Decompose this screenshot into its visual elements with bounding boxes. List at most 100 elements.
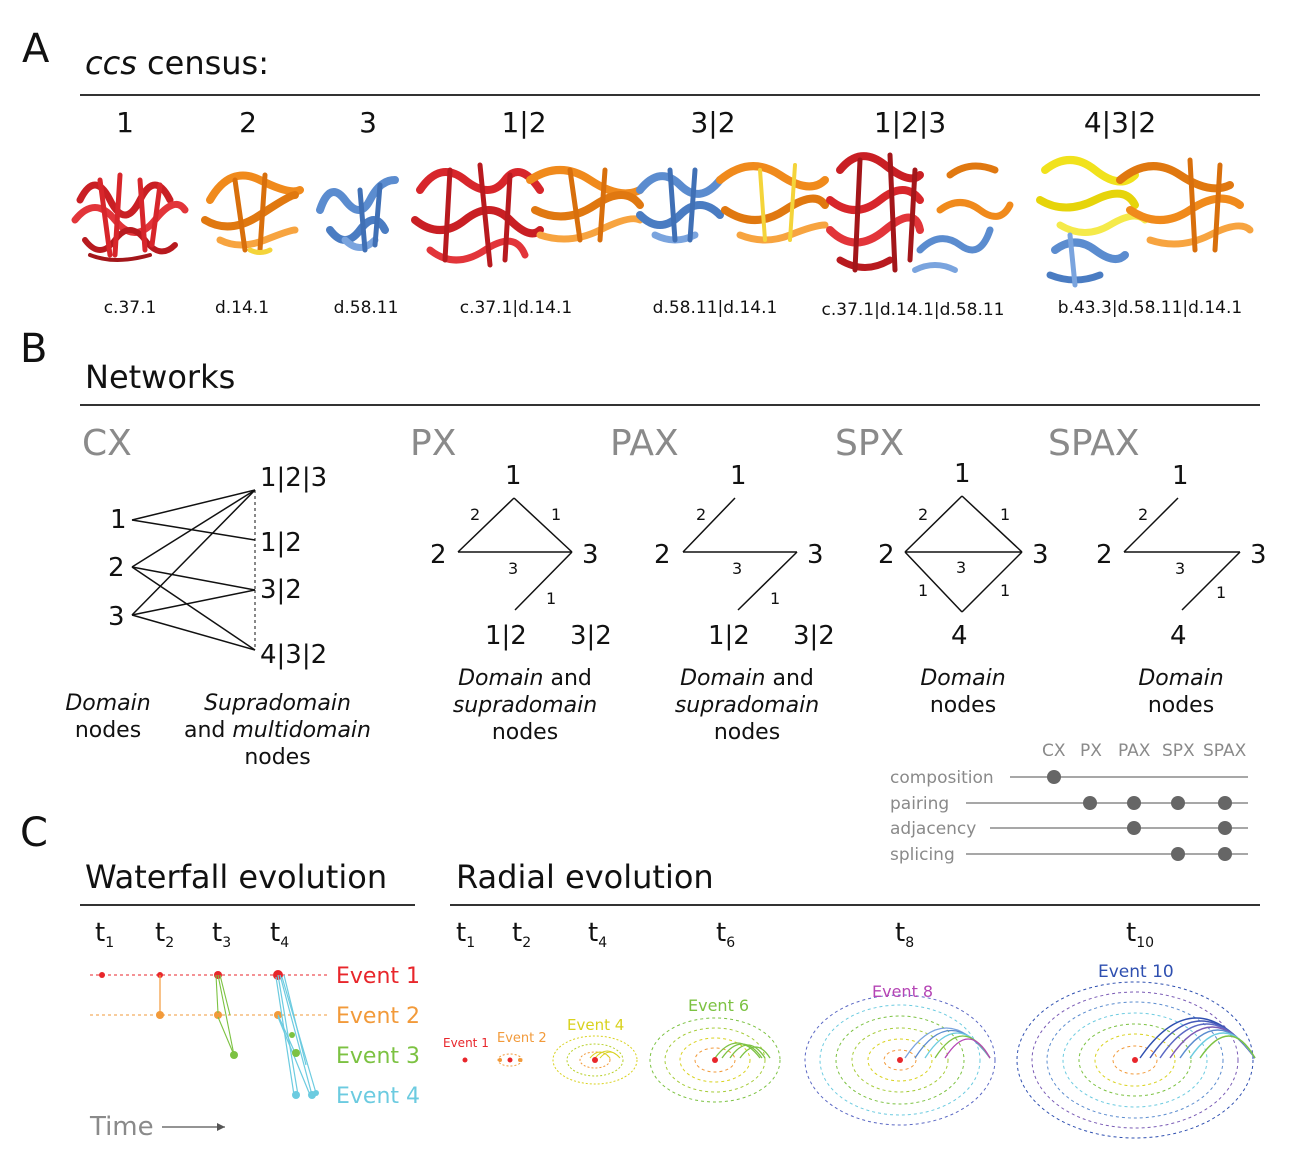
- spax-caption-rest: nodes: [1147, 693, 1215, 718]
- spx-node-4: 4: [951, 621, 968, 651]
- scop-label-12: c.37.1|d.14.1: [459, 298, 573, 318]
- cx-caption-domain-italic: Domain: [65, 691, 151, 716]
- protein-123: [826, 152, 1014, 273]
- ccs-label-432: 4|3|2: [1083, 106, 1157, 139]
- panel-b-rule: [80, 404, 1260, 406]
- matrix-dot-pairing-spax: [1218, 796, 1232, 810]
- panel-a-title: ccs census:: [85, 44, 269, 82]
- radial-t10-arcs: [1139, 1017, 1256, 1059]
- px-node-32: 3|2: [570, 621, 612, 651]
- pax-node-1: 1: [730, 461, 747, 491]
- spx-edge-label-1: 1: [1000, 505, 1010, 524]
- ccs-label-32: 3|2: [690, 106, 736, 139]
- ccs-label-2: 2: [239, 106, 257, 139]
- panel-letter-c: C: [20, 810, 48, 856]
- radial-t8: [804, 994, 996, 1126]
- pax-caption-rest: nodes: [713, 720, 781, 745]
- waterfall-t1: t1: [95, 918, 115, 952]
- spx-caption-italic: Domain: [920, 666, 1006, 691]
- panel-a-title-italic: ccs: [85, 44, 137, 82]
- matrix-row-adjacency: adjacency: [890, 819, 976, 839]
- panel-a-title-rest: census:: [136, 44, 269, 82]
- spx-node-2: 2: [878, 540, 895, 570]
- cx-network: [131, 489, 256, 651]
- spax-network: [1123, 497, 1241, 611]
- spx-caption: Domain nodes: [898, 665, 1028, 719]
- spx-node-1: 1: [954, 459, 971, 489]
- matrix-col-cx: CX: [1042, 741, 1066, 761]
- matrix-dot-pairing-pax: [1127, 796, 1141, 810]
- radial-diagram: Event 1 Event 2 Event 4 Event 6 Event: [443, 962, 1256, 1139]
- pax-node-32: 3|2: [793, 621, 835, 651]
- px-caption-and: and: [543, 666, 592, 691]
- waterfall-event1-label: Event 1: [336, 964, 420, 989]
- protein-2: [201, 171, 304, 255]
- px-caption-rest: nodes: [491, 720, 559, 745]
- feature-matrix: CX PX PAX SPX SPAX composition pairing a…: [890, 741, 1248, 865]
- scop-label-2: d.14.1: [214, 298, 270, 318]
- time-axis-arrow-head: [217, 1123, 225, 1131]
- cx-node-3: 3: [108, 602, 125, 632]
- pax-caption-and: and: [765, 666, 814, 691]
- pax-edge-label-2: 2: [696, 505, 706, 524]
- radial-t4: [552, 1035, 638, 1085]
- pax-edge-label-1: 1: [770, 589, 780, 608]
- pax-node-12: 1|2: [708, 621, 750, 651]
- spax-caption: Domain nodes: [1116, 665, 1246, 719]
- waterfall-event4-label: Event 4: [336, 1084, 420, 1109]
- panel-b-title: Networks: [85, 358, 236, 396]
- waterfall-rule: [80, 904, 415, 906]
- radial-t8-arcs: [904, 1027, 991, 1059]
- radial-event4-label: Event 4: [567, 1016, 624, 1034]
- matrix-col-pax: PAX: [1118, 741, 1151, 761]
- ccs-label-3: 3: [359, 106, 377, 139]
- px-node-12: 1|2: [485, 621, 527, 651]
- protein-32: [636, 162, 829, 244]
- cx-caption-supra-multi: multidomain: [232, 718, 371, 743]
- cx-caption-supra-rest: nodes: [244, 745, 311, 770]
- scop-label-432: b.43.3|d.58.11|d.14.1: [1057, 298, 1243, 318]
- spx-node-3: 3: [1032, 540, 1049, 570]
- spax-node-3: 3: [1250, 540, 1267, 570]
- spax-edge-label-1: 1: [1216, 583, 1226, 602]
- px-node-2: 2: [430, 540, 447, 570]
- matrix-dot-adjacency-pax: [1127, 821, 1141, 835]
- matrix-col-px: PX: [1080, 741, 1102, 761]
- radial-t6: [649, 1017, 781, 1103]
- spx-edge-label-1c: 1: [1000, 581, 1010, 600]
- panel-a-rule: [80, 94, 1260, 96]
- waterfall-event2-label: Event 2: [336, 1004, 420, 1029]
- px-caption-italic: Domain: [458, 666, 544, 691]
- matrix-dot-pairing-spx: [1171, 796, 1185, 810]
- cx-caption-supra-and: and: [183, 718, 226, 743]
- radial-t8: t8: [895, 918, 915, 952]
- ccs-label-1: 1: [116, 106, 134, 139]
- cx-node-12: 1|2: [260, 528, 302, 558]
- ccs-label-123: 1|2|3: [873, 106, 947, 139]
- radial-event2-label: Event 2: [497, 1031, 547, 1046]
- waterfall-t2: t2: [155, 918, 175, 952]
- network-title-cx: CX: [82, 423, 132, 464]
- cx-node-1: 1: [110, 505, 127, 535]
- waterfall-event3-nodes-t4: [289, 1032, 300, 1057]
- network-title-px: PX: [410, 423, 457, 464]
- radial-t2: t2: [512, 918, 532, 952]
- protein-structures: [71, 152, 1254, 288]
- radial-event8-label: Event 8: [872, 982, 933, 1001]
- scop-label-3: d.58.11: [333, 298, 399, 318]
- waterfall-event3-label: Event 3: [336, 1044, 420, 1069]
- spax-node-4: 4: [1170, 621, 1187, 651]
- waterfall-t3: t3: [212, 918, 232, 952]
- cx-node-2: 2: [108, 553, 125, 583]
- matrix-dot-splicing-spax: [1218, 847, 1232, 861]
- protein-1: [71, 172, 189, 262]
- network-title-spx: SPX: [835, 423, 905, 464]
- spx-edge-label-2: 2: [918, 505, 928, 524]
- spx-network: [904, 495, 1023, 613]
- px-node-1: 1: [505, 461, 522, 491]
- matrix-dot-pairing-px: [1083, 796, 1097, 810]
- spx-caption-rest: nodes: [929, 693, 997, 718]
- px-caption-supra: supradomain: [452, 693, 598, 718]
- radial-t6: t6: [716, 918, 736, 952]
- cx-caption-supra: Supradomain and multidomain nodes: [170, 690, 385, 771]
